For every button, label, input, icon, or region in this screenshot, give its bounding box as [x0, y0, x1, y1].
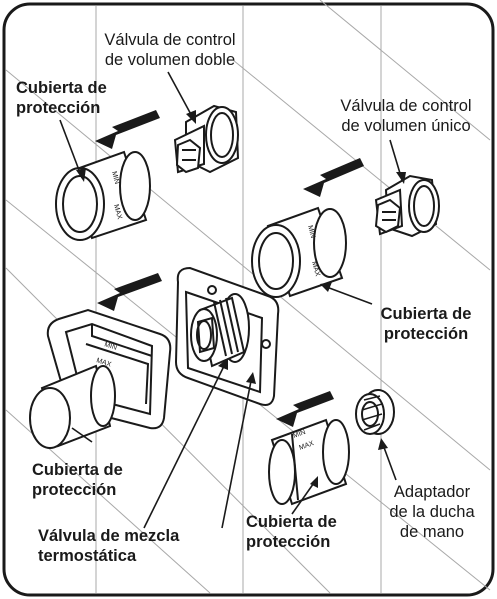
leader-arrowheads — [76, 110, 406, 488]
label-double-volume-valve-line1: Válvula de control — [104, 31, 236, 49]
cap-top-left-max: MAX — [112, 204, 123, 221]
label-cap-bottom-left: Cubierta de protección — [32, 460, 123, 500]
label-cap-bottom-center: Cubierta de protección — [246, 512, 337, 552]
label-cap-bottom-left-line1: Cubierta de — [32, 461, 123, 479]
label-thermostatic-valve-line2: termostática — [38, 547, 137, 565]
label-cap-top-left-line1: Cubierta de — [16, 79, 107, 97]
label-single-volume-valve: Válvula de control de volumen único — [322, 96, 490, 136]
hand-shower-adapter-part — [355, 389, 395, 435]
double-volume-valve — [173, 104, 240, 174]
leader-lines — [59, 71, 403, 529]
direction-arrows — [95, 110, 364, 427]
cap-bottom-center-max: MAX — [298, 440, 315, 452]
arrow-top-left — [95, 110, 160, 149]
label-cap-bottom-center-line2: protección — [246, 533, 331, 551]
cap-mid-right-max: MAX — [310, 261, 321, 278]
protection-cap-bottom-left: MIN MAX — [29, 308, 172, 449]
label-cap-top-left: Cubierta de protección — [16, 78, 107, 118]
label-cap-mid-right-line2: protección — [383, 325, 469, 343]
label-single-volume-valve-line1: Válvula de control — [340, 97, 472, 115]
single-volume-valve — [374, 174, 440, 238]
label-cap-mid-right: Cubierta de protección — [364, 304, 488, 344]
cap-bottom-center-min: MIN — [292, 429, 306, 440]
label-hand-shower-adapter-line3: de mano — [399, 523, 465, 541]
arrow-bottom — [276, 391, 334, 427]
label-cap-bottom-center-line1: Cubierta de — [246, 513, 337, 531]
thermostatic-mixing-valve — [174, 266, 280, 406]
protection-cap-top-left: MIN MAX — [55, 150, 151, 241]
label-cap-bottom-left-line2: protección — [32, 481, 117, 499]
cap-mid-right-min: MIN — [306, 225, 316, 239]
label-thermostatic-valve: Válvula de mezcla termostática — [38, 526, 179, 566]
cap-bottom-left-min: MIN — [103, 341, 117, 352]
label-single-volume-valve-line2: de volumen único — [341, 117, 471, 135]
arrow-mid-left — [97, 273, 162, 311]
label-thermostatic-valve-line1: Válvula de mezcla — [38, 527, 180, 545]
label-hand-shower-adapter: Adaptador de la ducha de mano — [374, 482, 490, 542]
label-double-volume-valve: Válvula de control de volumen doble — [86, 30, 254, 70]
protection-cap-mid-right: MIN MAX — [251, 206, 347, 298]
arrow-right — [303, 158, 364, 197]
label-cap-top-left-line2: protección — [16, 99, 101, 117]
protection-cap-bottom-center: MIN MAX — [268, 418, 350, 506]
label-hand-shower-adapter-line2: de la ducha — [389, 503, 475, 521]
cap-top-left-min: MIN — [110, 171, 120, 185]
cap-bottom-left-max: MAX — [95, 357, 112, 368]
label-cap-mid-right-line1: Cubierta de — [380, 305, 472, 323]
label-hand-shower-adapter-line1: Adaptador — [393, 483, 471, 501]
label-double-volume-valve-line2: de volumen doble — [104, 51, 236, 69]
